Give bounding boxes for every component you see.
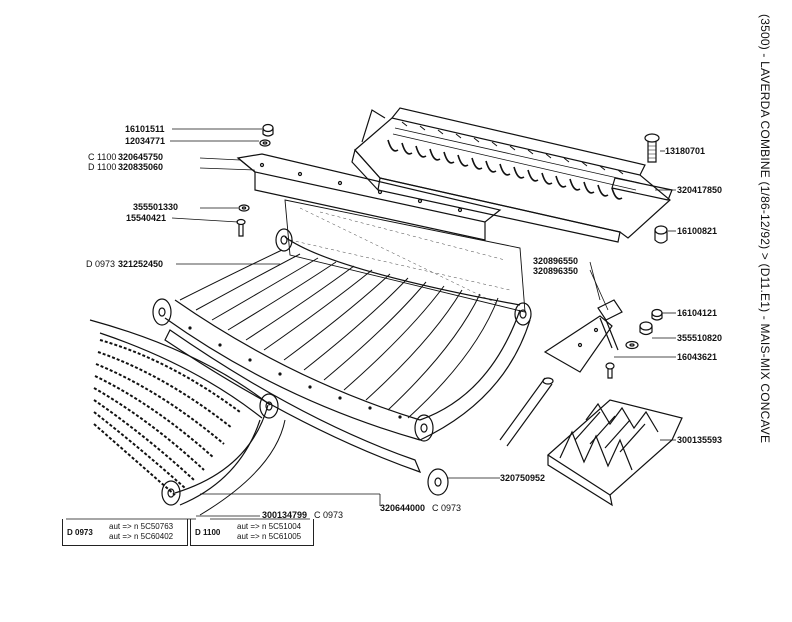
label-320896550: 320896550	[533, 256, 578, 266]
washer-and-bolt-left	[236, 204, 250, 237]
label-300134799: 300134799	[262, 510, 307, 520]
n-label: n	[133, 532, 139, 541]
leader-lines	[66, 128, 676, 520]
n-label: n	[261, 522, 267, 531]
label-355510820: 355510820	[677, 333, 722, 343]
label-13180701: 13180701	[665, 146, 705, 156]
label-12034771: 12034771	[125, 136, 165, 146]
side-bracket	[543, 299, 623, 373]
label-320644000-suffix: C 0973	[432, 503, 461, 513]
foreground-concave-section	[89, 319, 286, 516]
aut-label: aut	[109, 532, 121, 541]
arrow-label: =>	[250, 532, 260, 541]
serial-value: 5C51004	[268, 522, 302, 531]
serial-table-d1100: D 1100 aut => n 5C51004 aut => n 5C61005	[190, 519, 314, 546]
label-321252450: 321252450	[118, 259, 163, 269]
label-320750952: 320750952	[500, 473, 545, 483]
label-320645750: 320645750	[118, 152, 163, 162]
nut-16100821	[654, 225, 668, 244]
part-labels: 16101511 12034771 C 1100 320645750 D 110…	[86, 124, 722, 520]
label-d0973-prefix: D 0973	[86, 259, 115, 269]
label-16101511: 16101511	[125, 124, 165, 134]
page-title: (3500) - LAVERDA COMBINE (1/86-12/92) > …	[758, 14, 772, 444]
label-d1100-prefix: D 1100	[88, 162, 116, 172]
serial-table-code: D 0973	[67, 528, 93, 537]
arrow-label: =>	[122, 532, 132, 541]
n-label: n	[261, 532, 267, 541]
arrow-label: =>	[250, 522, 260, 531]
main-concave	[152, 199, 532, 496]
serial-row-1: aut => n 5C50763	[109, 522, 173, 531]
serial-value: 5C50763	[140, 522, 174, 531]
n-label: n	[133, 522, 139, 531]
top-nut-washer	[259, 123, 274, 147]
upper-grate-assembly	[351, 107, 673, 243]
serial-row-2: aut => n 5C61005	[237, 532, 301, 541]
label-320417850: 320417850	[677, 185, 722, 195]
serial-value: 5C61005	[268, 532, 302, 541]
label-320835060: 320835060	[118, 162, 163, 172]
serial-row-2: aut => n 5C60402	[109, 532, 173, 541]
rod	[499, 377, 554, 447]
label-300135593: 300135593	[677, 435, 722, 445]
arrow-label: =>	[122, 522, 132, 531]
upper-flat-bar	[236, 153, 502, 241]
label-16100821: 16100821	[677, 226, 717, 236]
label-320896350: 320896350	[533, 266, 578, 276]
label-15540421: 15540421	[126, 213, 166, 223]
label-320644000: 320644000	[380, 503, 425, 513]
serial-table-code: D 1100	[195, 528, 221, 537]
aut-label: aut	[109, 522, 121, 531]
corrugated-insert	[547, 399, 683, 507]
label-300134799-suffix: C 0973	[314, 510, 343, 520]
right-fasteners	[605, 308, 663, 379]
label-c1100-prefix: C 1100	[88, 152, 116, 162]
serial-row-1: aut => n 5C51004	[237, 522, 301, 531]
serial-value: 5C60402	[140, 532, 174, 541]
serial-table-d0973: D 0973 aut => n 5C50763 aut => n 5C60402	[62, 519, 188, 546]
label-355501330: 355501330	[133, 202, 178, 212]
bolt-13180701	[644, 133, 660, 163]
aut-label: aut	[237, 532, 249, 541]
aut-label: aut	[237, 522, 249, 531]
label-16104121: 16104121	[677, 308, 717, 318]
label-16043621: 16043621	[677, 352, 717, 362]
